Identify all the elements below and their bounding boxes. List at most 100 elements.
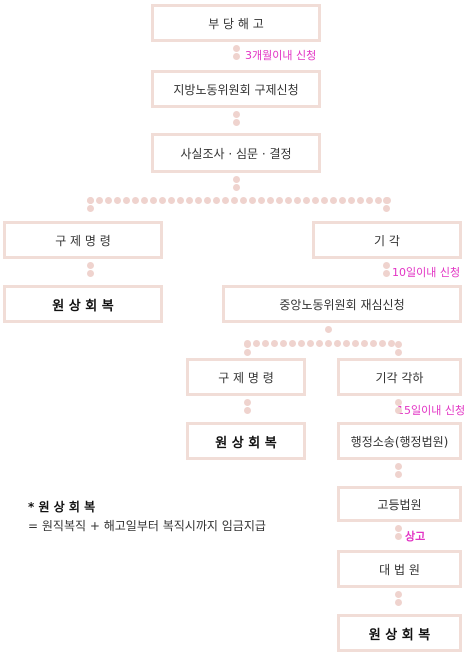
connector-dot (168, 197, 175, 204)
connector-dot (233, 184, 240, 191)
connector-dot (294, 197, 301, 204)
connector-dot (321, 197, 328, 204)
connector-dot (233, 53, 240, 60)
connector-dot (186, 197, 193, 204)
connector-6 (87, 262, 95, 282)
connector-dot (395, 463, 402, 470)
connector-dot (395, 599, 402, 606)
connector-dot (271, 340, 278, 347)
node-central-review: 중앙노동위원회 재심신청 (222, 285, 462, 323)
connector-dot (395, 591, 402, 598)
node-regional-relief-request: 지방노동위원회 구제신청 (151, 70, 321, 108)
connector-1 (233, 45, 241, 67)
connector-dot (334, 340, 341, 347)
connector-dot (375, 197, 382, 204)
connector-split-2 (244, 340, 403, 348)
connector-dot (222, 197, 229, 204)
connector-dot (233, 119, 240, 126)
connector-dot (395, 407, 402, 414)
connector-dot (383, 262, 390, 269)
node-reinstatement-1: 원 상 회 복 (3, 285, 163, 323)
legend-description: = 원직복직 + 해고일부터 복직시까지 임금지급 (28, 519, 266, 533)
connector-dot (285, 197, 292, 204)
connector-dot (244, 340, 251, 347)
connector-dot (343, 340, 350, 347)
connector-dot (87, 197, 94, 204)
connector-dot (395, 341, 402, 348)
connector-dot (339, 197, 346, 204)
connector-15 (395, 591, 403, 611)
connector-dot (388, 340, 395, 347)
node-investigation: 사실조사 · 심문 · 결정 (151, 133, 321, 173)
connector-dot (233, 176, 240, 183)
connector-dot (325, 340, 332, 347)
connector-dot (330, 197, 337, 204)
connector-dot (348, 197, 355, 204)
connector-dot (249, 197, 256, 204)
connector-dot (395, 399, 402, 406)
node-relief-order-2: 구 제 명 령 (186, 358, 306, 396)
connector-dot (233, 45, 240, 52)
connector-dot (141, 197, 148, 204)
connector-dot (276, 197, 283, 204)
connector-14 (395, 525, 403, 547)
connector-13 (395, 463, 403, 483)
connector-dot (213, 197, 220, 204)
connector-7 (383, 262, 391, 282)
note-appeal: 상고 (405, 530, 426, 543)
connector-2 (233, 111, 241, 131)
connector-dot (395, 471, 402, 478)
connector-dot (253, 340, 260, 347)
connector-dot (231, 197, 238, 204)
connector-dot (262, 340, 269, 347)
legend-title: * 원 상 회 복 (28, 500, 96, 514)
connector-dot (384, 197, 391, 204)
connector-dot (383, 205, 390, 212)
connector-dot (379, 340, 386, 347)
connector-dot (361, 340, 368, 347)
connector-dot (370, 340, 377, 347)
connector-dot (312, 197, 319, 204)
connector-dot (123, 197, 130, 204)
connector-dot (244, 399, 251, 406)
connector-dot (395, 525, 402, 532)
connector-8 (325, 326, 333, 340)
node-reinstatement-3: 원 상 회 복 (337, 614, 462, 652)
connector-dot (87, 205, 94, 212)
node-high-court: 고등법원 (337, 486, 462, 522)
connector-dot (195, 197, 202, 204)
note-within-15-days: 15일이내 신청 (397, 404, 466, 417)
connector-dot (303, 197, 310, 204)
connector-11 (244, 399, 252, 419)
connector-dot (267, 197, 274, 204)
note-within-10-days: 10일이내 신청 (392, 266, 461, 279)
connector-dot (258, 197, 265, 204)
connector-dot (280, 340, 287, 347)
connector-dot (150, 197, 157, 204)
connector-3 (233, 176, 241, 196)
connector-dot (357, 197, 364, 204)
node-reinstatement-2: 원 상 회 복 (186, 422, 306, 460)
connector-dot (233, 111, 240, 118)
connector-dot (204, 197, 211, 204)
connector-dot (87, 262, 94, 269)
note-within-3-months: 3개월이내 신청 (245, 49, 317, 62)
connector-dot (325, 326, 332, 333)
connector-dot (87, 270, 94, 277)
connector-dot (96, 197, 103, 204)
connector-split-1 (87, 197, 391, 205)
node-unfair-dismissal: 부 당 해 고 (151, 4, 321, 42)
connector-dot (244, 349, 251, 356)
connector-dot (289, 340, 296, 347)
connector-dot (240, 197, 247, 204)
connector-dot (395, 349, 402, 356)
connector-dot (395, 533, 402, 540)
connector-10 (395, 341, 403, 356)
connector-dot (366, 197, 373, 204)
node-supreme-court: 대 법 원 (337, 550, 462, 588)
connector-dot (298, 340, 305, 347)
connector-dot (114, 197, 121, 204)
connector-dot (132, 197, 139, 204)
connector-dot (383, 270, 390, 277)
connector-dot (244, 407, 251, 414)
